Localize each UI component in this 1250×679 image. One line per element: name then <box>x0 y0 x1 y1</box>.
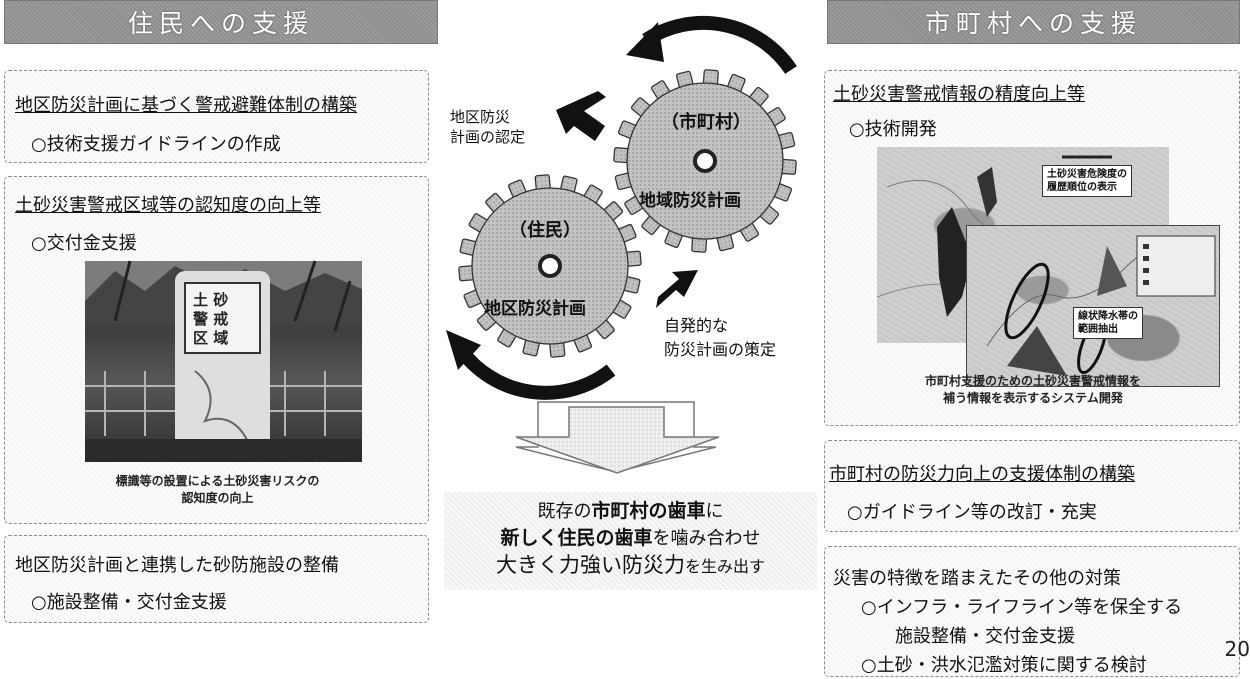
svg-text:警 戒: 警 戒 <box>192 310 228 328</box>
page-number: 20 <box>1224 637 1250 661</box>
hazard-map-front <box>966 225 1220 387</box>
signboard-photo-illustration: 土 砂 警 戒 区 域 <box>85 260 362 462</box>
arrow-certification <box>556 91 606 141</box>
note2-line2: 範囲抽出 <box>1078 324 1118 335</box>
label-self-line2: 防災計画の策定 <box>664 340 777 359</box>
label-voluntary: 自発的な 防災計画の策定 <box>664 314 776 362</box>
label-cert-line2: 計画の認定 <box>450 128 526 146</box>
right-box-other-measures: 災害の特徴を踏まえたその他の対策 ○インフラ・ライフライン等を保全する 施設整備… <box>824 546 1240 677</box>
note2-line1: 線状降水帯の <box>1078 311 1138 322</box>
rotation-arrowhead-bottom <box>446 330 481 370</box>
right-box2-item: ○ガイドライン等の改訂・充実 <box>847 502 1097 523</box>
right-box3-title: 災害の特徴を踏まえたその他の対策 <box>833 568 1121 589</box>
left-box1-item: ○技術支援ガイドラインの作成 <box>31 134 281 155</box>
result-line2: 新しく住民の歯車を噛み合わせ <box>444 525 817 552</box>
left-box-facilities: 地区防災計画と連携した砂防施設の整備 ○施設整備・交付金支援 <box>4 535 429 623</box>
left-banner: 住民への支援 <box>4 0 438 44</box>
gears-diagram <box>446 15 797 473</box>
result-line2-a: 新しく住民の歯車 <box>500 527 653 549</box>
svg-text:区 域: 区 域 <box>193 329 228 347</box>
right-map-caption: 市町村支援のための土砂災害警戒情報を 補う情報を表示するシステム開発 <box>825 373 1241 407</box>
gear-bottom-role: （住民） <box>509 220 581 241</box>
note1-line2: 履歴順位の表示 <box>1047 182 1117 193</box>
gear-bottom-plan: 地区防災計画 <box>484 299 586 319</box>
result-line1-c: に <box>705 501 724 522</box>
left-box2-item: ○交付金支援 <box>31 233 137 254</box>
left-box3-item: ○施設整備・交付金支援 <box>31 592 227 613</box>
result-line3-a: 大きく力強い防災力 <box>495 553 685 577</box>
result-line1-a: 既存の <box>537 501 592 522</box>
left-box-evacuation: 地区防災計画に基づく警戒避難体制の構築 ○技術支援ガイドラインの作成 <box>4 70 429 163</box>
rotation-arrow-top <box>642 15 797 74</box>
result-line2-b: を噛み合わせ <box>652 528 761 549</box>
gear-bottom-hub <box>538 254 562 278</box>
svg-text:土 砂: 土 砂 <box>193 291 228 309</box>
left-photo-caption: 標識等の設置による土砂災害リスクの 認知度の向上 <box>5 473 430 507</box>
arrow-voluntary <box>656 270 698 308</box>
left-box3-title: 地区防災計画と連携した砂防施設の整備 <box>15 555 339 576</box>
right-caption-line2: 補う情報を表示するシステム開発 <box>943 391 1123 405</box>
right-box3-item2: ○土砂・洪水氾濫対策に関する検討 <box>861 655 1147 676</box>
left-caption-line2: 認知度の向上 <box>181 491 254 505</box>
gear-municipality <box>613 69 797 253</box>
hazard-map-front-illustration <box>986 235 1216 376</box>
right-banner: 市町村への支援 <box>827 0 1240 44</box>
right-box2-title: 市町村の防災力向上の支援体制の構築 <box>829 464 1135 485</box>
note1-line1: 土砂災害危険度の <box>1047 169 1127 180</box>
result-line3: 大きく力強い防災力を生み出す <box>444 552 817 580</box>
left-box1-title: 地区防災計画に基づく警戒避難体制の構築 <box>15 95 357 116</box>
signboard-photo: 土 砂 警 戒 区 域 <box>85 260 362 462</box>
result-line1-b: 市町村の歯車 <box>591 500 706 522</box>
left-box2-title: 土砂災害警戒区域等の認知度の向上等 <box>15 195 321 216</box>
right-box3-item1b: 施設整備・交付金支援 <box>895 626 1075 647</box>
result-line1: 既存の市町村の歯車に <box>444 498 817 525</box>
label-cert-line1: 地区防災 <box>450 108 511 126</box>
right-box1-title: 土砂災害警戒情報の精度向上等 <box>833 84 1085 105</box>
right-box1-item: ○技術開発 <box>849 119 937 140</box>
right-banner-title: 市町村への支援 <box>924 9 1142 38</box>
label-self-line1: 自発的な <box>664 316 729 335</box>
left-banner-title: 住民への支援 <box>127 9 314 38</box>
right-box3-item1: ○インフラ・ライフライン等を保全する <box>861 597 1183 618</box>
result-down-arrow <box>515 406 720 474</box>
note-rainband: 線状降水帯の 範囲抽出 <box>1073 307 1143 339</box>
left-box-awareness: 土砂災害警戒区域等の認知度の向上等 ○交付金支援 土 砂 警 戒 区 域 <box>4 176 429 524</box>
rotation-arrowhead-top <box>626 22 664 62</box>
rotation-arrow-bottom <box>455 345 616 400</box>
gear-top-role: （市町村） <box>661 112 751 133</box>
result-line3-b: を生み出す <box>684 557 765 576</box>
left-caption-line1: 標識等の設置による土砂災害リスクの <box>115 474 320 488</box>
label-certification: 地区防災 計画の認定 <box>450 107 525 147</box>
result-statement: 既存の市町村の歯車に 新しく住民の歯車を噛み合わせ 大きく力強い防災力を生み出す <box>444 492 817 590</box>
gear-top-hub <box>693 149 717 173</box>
gear-residents <box>458 174 642 358</box>
right-box-support-system: 市町村の防災力向上の支援体制の構築 ○ガイドライン等の改訂・充実 <box>824 440 1240 532</box>
gear-top-plan: 地域防災計画 <box>639 191 741 211</box>
note-hazard-ranking: 土砂災害危険度の 履歴順位の表示 <box>1042 165 1132 197</box>
right-box-info: 土砂災害警戒情報の精度向上等 ○技術開発 土砂災害危険度の 履歴順位の表示 <box>824 70 1240 426</box>
right-caption-line1: 市町村支援のための土砂災害警戒情報を <box>924 374 1141 388</box>
